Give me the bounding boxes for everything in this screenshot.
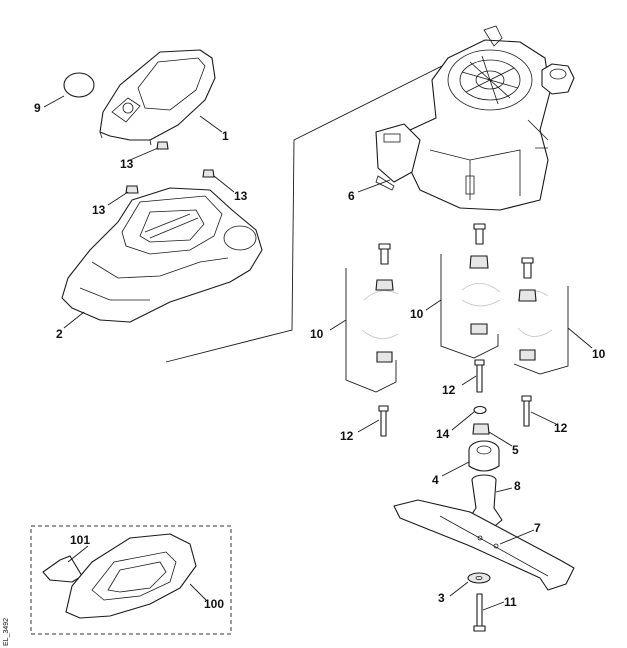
kit-box-100	[30, 525, 232, 635]
part-2-engine-hood	[61, 187, 263, 323]
callout-9: 9	[34, 101, 41, 115]
part-12-bolt-middle	[474, 359, 485, 393]
callout-100: 100	[204, 597, 224, 611]
leader-lines	[43, 95, 593, 611]
part-11-blade-bolt	[473, 593, 486, 632]
callout-13-right: 13	[234, 189, 248, 203]
part-4-hub	[468, 440, 500, 472]
callout-11: 11	[504, 595, 517, 609]
part-12-bolt-left	[378, 405, 389, 437]
callout-3: 3	[438, 591, 445, 605]
part-10-spacer-set-middle	[440, 223, 499, 359]
part-13-nut-left	[125, 185, 139, 194]
part-3-blade-washer	[467, 572, 491, 584]
part-10-spacer-set-left	[345, 243, 397, 393]
callout-12-middle: 12	[442, 383, 456, 397]
callout-6: 6	[348, 189, 355, 203]
part-6-engine	[375, 25, 575, 211]
callout-13-top: 13	[120, 157, 134, 171]
part-9-emblem	[63, 72, 95, 98]
reference-code: EL_3492	[3, 618, 10, 646]
callout-12-right: 12	[554, 421, 568, 435]
callout-12-left: 12	[340, 429, 354, 443]
callout-14: 14	[436, 427, 450, 441]
callout-2: 2	[56, 327, 63, 341]
part-100-top-cover-kit	[65, 533, 197, 619]
callout-10-left: 10	[310, 327, 324, 341]
part-5-spacer	[472, 423, 490, 435]
callout-labels: 9 1 13 13 13 2 6 10 10 10 12 12 12 14 5 …	[34, 101, 606, 611]
part-13-nut-right	[202, 169, 215, 178]
callout-1: 1	[222, 129, 229, 143]
part-13-nut-top	[156, 141, 169, 150]
callout-10-right: 10	[592, 347, 606, 361]
callout-5: 5	[512, 443, 519, 457]
part-7-blade	[393, 499, 575, 591]
part-14-washer	[473, 405, 487, 415]
callout-8: 8	[514, 479, 521, 493]
callout-7: 7	[534, 521, 541, 535]
part-12-bolt-right	[521, 395, 532, 427]
callout-4: 4	[432, 473, 439, 487]
part-1-top-cover	[99, 49, 216, 146]
callout-10-middle: 10	[410, 307, 424, 321]
callout-13-left: 13	[92, 203, 106, 217]
part-101-emblem-inlay	[42, 555, 83, 583]
part-10-spacer-set-right	[513, 257, 569, 375]
callout-101: 101	[70, 533, 90, 547]
